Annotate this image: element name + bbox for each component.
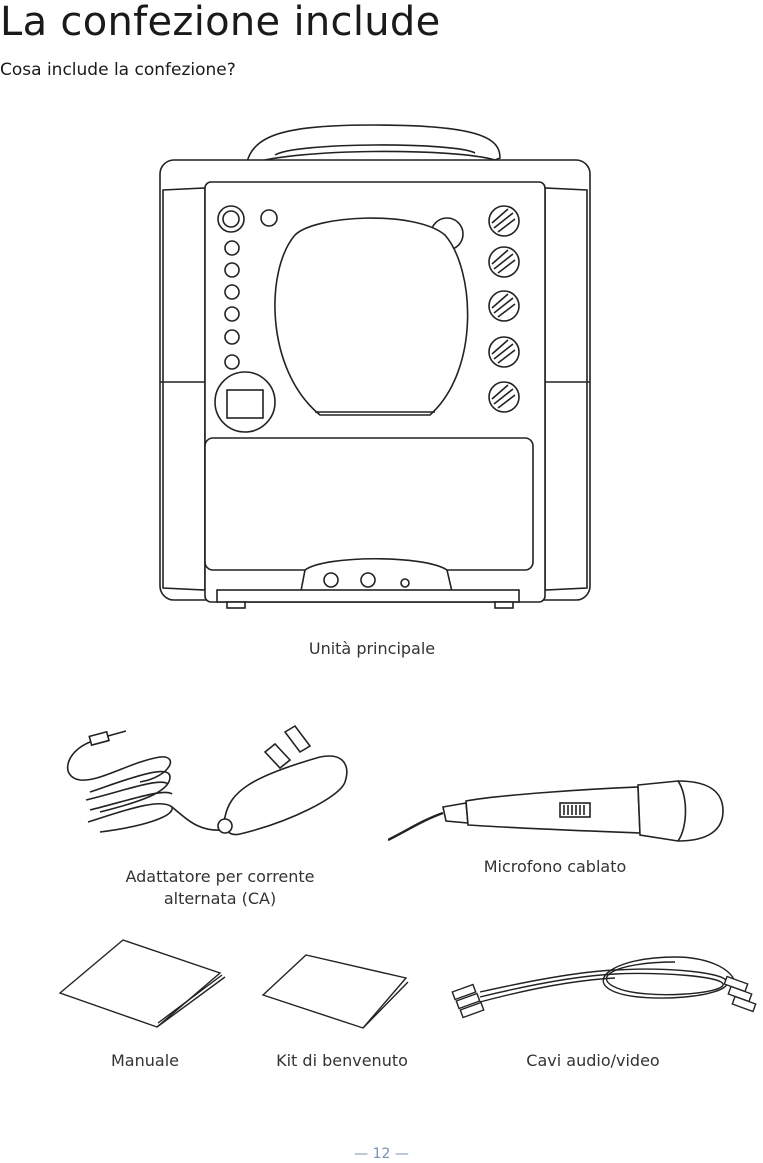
microphone-illustration: [388, 775, 728, 850]
welcome-kit-illustration: [258, 950, 418, 1035]
page-subtitle: Cosa include la confezione?: [0, 60, 236, 80]
av-cables-illustration: [445, 952, 763, 1022]
ac-adapter-illustration: [60, 722, 350, 847]
manual-illustration: [55, 935, 230, 1030]
main-unit-illustration: [155, 120, 595, 620]
microphone-caption: Microfono cablato: [483, 857, 627, 876]
page-number: — 12 —: [354, 1146, 409, 1162]
ac-adapter-caption-line1: Adattatore per corrente: [125, 867, 315, 886]
av-cables-caption: Cavi audio/video: [526, 1051, 660, 1070]
page-title: La confezione include: [0, 0, 441, 45]
main-unit-caption: Unità principale: [308, 639, 436, 658]
ac-adapter-caption-line2: alternata (CA): [163, 889, 277, 908]
manual-caption: Manuale: [111, 1051, 179, 1070]
welcome-kit-caption: Kit di benvenuto: [276, 1051, 408, 1070]
ac-adapter-caption: Adattatore per corrente alternata (CA): [100, 866, 340, 910]
